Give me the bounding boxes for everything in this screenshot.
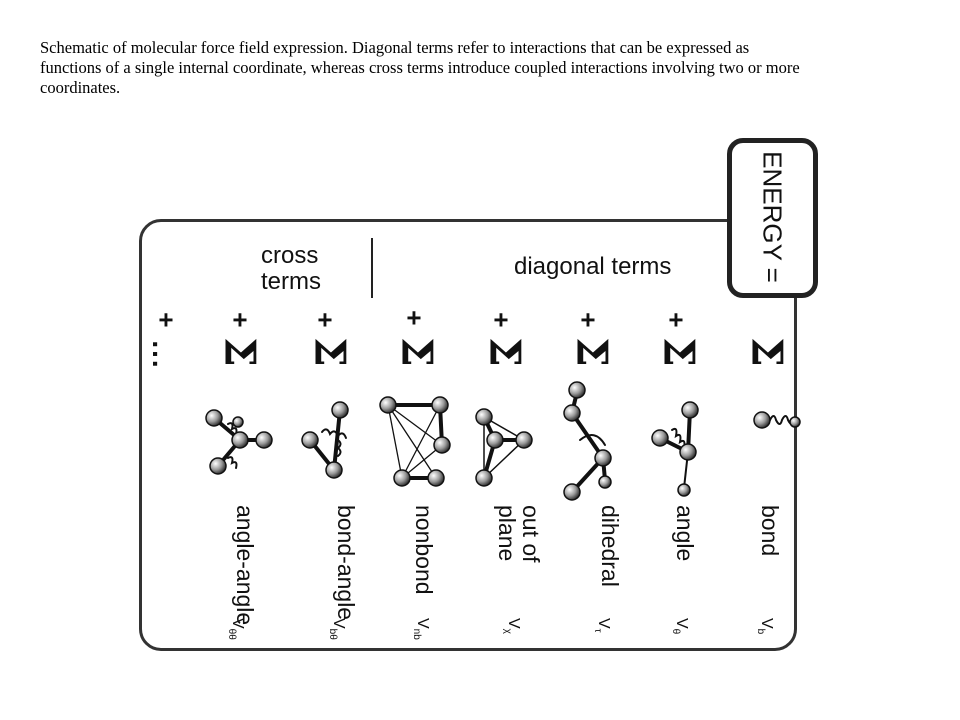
term-label-out-of-plane-line-2: plane (494, 505, 520, 562)
term-label-bond: bond (757, 505, 783, 557)
term-label-bond-angle: bond-angle (333, 505, 359, 621)
out-of-plane-molecule (482, 415, 526, 480)
term-label-nonbond: nonbond (411, 505, 437, 595)
symbol-bond-angle-sub: bθ (326, 628, 338, 640)
plus-sign-6: + (580, 304, 596, 335)
symbol-bond: Vb (755, 618, 775, 634)
caption-line-1: Schematic of molecular force field expre… (40, 38, 750, 57)
caption-line-2: functions of a single internal coordinat… (40, 58, 800, 77)
symbol-nonbond-sub: nb (410, 628, 422, 640)
symbol-angle-sub: θ (669, 628, 681, 635)
term-label-out-of-plane-line-1: out of (518, 505, 544, 563)
cross-terms-heading: cross terms (261, 243, 321, 295)
term-label-angle: angle (672, 505, 698, 562)
symbol-nonbond: Vnb (411, 618, 431, 640)
diagonal-terms-heading: diagonal terms (514, 253, 672, 280)
term-label-angle-angle: angle-angle (232, 505, 258, 626)
plus-sign-7: + (668, 304, 684, 335)
symbol-out-of-plane-v: V (505, 618, 522, 629)
symbol-bond-angle: Vbθ (327, 618, 347, 640)
plus-sign-5: + (493, 304, 509, 335)
plus-sign-4: + (406, 302, 422, 333)
symbol-dihedral-sub: τ (591, 628, 603, 633)
cross-terms-line-1: cross (261, 242, 319, 269)
symbol-angle-v: V (673, 618, 690, 629)
plus-sign-2: + (232, 304, 248, 335)
symbol-dihedral: Vτ (592, 618, 612, 633)
term-label-out-of-plane: out of plane (494, 505, 544, 563)
symbol-bond-angle-v: V (330, 618, 347, 629)
figure-caption: Schematic of molecular force field expre… (40, 38, 930, 98)
symbol-nonbond-v: V (414, 618, 431, 629)
symbol-angle-angle: Vθθ (226, 618, 246, 640)
plus-sign-3: + (317, 304, 333, 335)
energy-box (727, 138, 818, 298)
nonbond-molecule (386, 403, 444, 480)
symbol-out-of-plane: Vχ (502, 618, 522, 634)
symbol-angle-angle-v: V (229, 618, 246, 629)
cross-terms-line-2: terms (261, 268, 321, 295)
heading-divider (371, 238, 373, 298)
symbol-bond-sub: b (754, 628, 766, 635)
symbol-out-of-plane-sub: χ (501, 628, 513, 634)
plus-sign-1: + (158, 304, 174, 335)
symbol-dihedral-v: V (595, 618, 612, 629)
symbol-bond-v: V (758, 618, 775, 629)
caption-line-3: coordinates. (40, 78, 121, 97)
symbol-angle: Vθ (670, 618, 690, 634)
term-label-dihedral: dihedral (597, 505, 623, 587)
symbol-angle-angle-sub: θθ (225, 628, 237, 640)
